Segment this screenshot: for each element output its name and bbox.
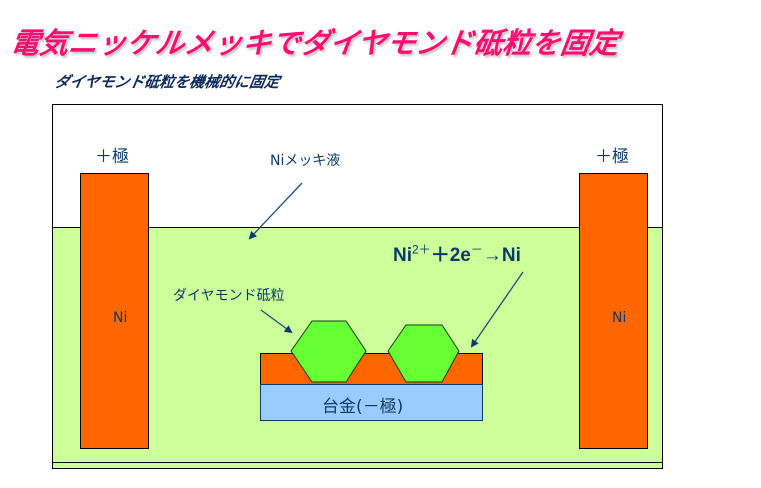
- diamond-grain-label: ダイヤモンド砥粒: [173, 288, 285, 304]
- substrate: [260, 384, 483, 421]
- diamond-grain-2: [387, 324, 460, 383]
- left-electrode: [80, 173, 149, 449]
- diamond-grain-1: [290, 320, 367, 383]
- tank-bottom: [52, 462, 663, 469]
- liquid-arrow: [248, 182, 303, 240]
- plating-liquid-label: Niメッキ液: [270, 153, 341, 169]
- grain-arrow: [260, 309, 293, 334]
- right-electrode-material-label: Ni: [612, 310, 627, 326]
- reaction-charge: 2＋: [412, 242, 431, 257]
- reaction-electrons: ＋2e: [430, 245, 471, 266]
- left-electrode-material-label: Ni: [113, 310, 128, 326]
- reaction-product: →Ni: [482, 245, 521, 266]
- right-electrode: [579, 173, 648, 449]
- reaction-equation: Ni2＋＋2e－→Ni: [393, 240, 521, 267]
- right-electrode-polarity-label: ＋極: [595, 147, 629, 167]
- reaction-ion: Ni: [393, 245, 412, 266]
- substrate-label: 台金(－極): [322, 397, 404, 417]
- left-electrode-polarity-label: ＋極: [95, 147, 129, 167]
- reaction-arrow: [470, 271, 524, 348]
- reaction-electron-sign: －: [470, 242, 483, 257]
